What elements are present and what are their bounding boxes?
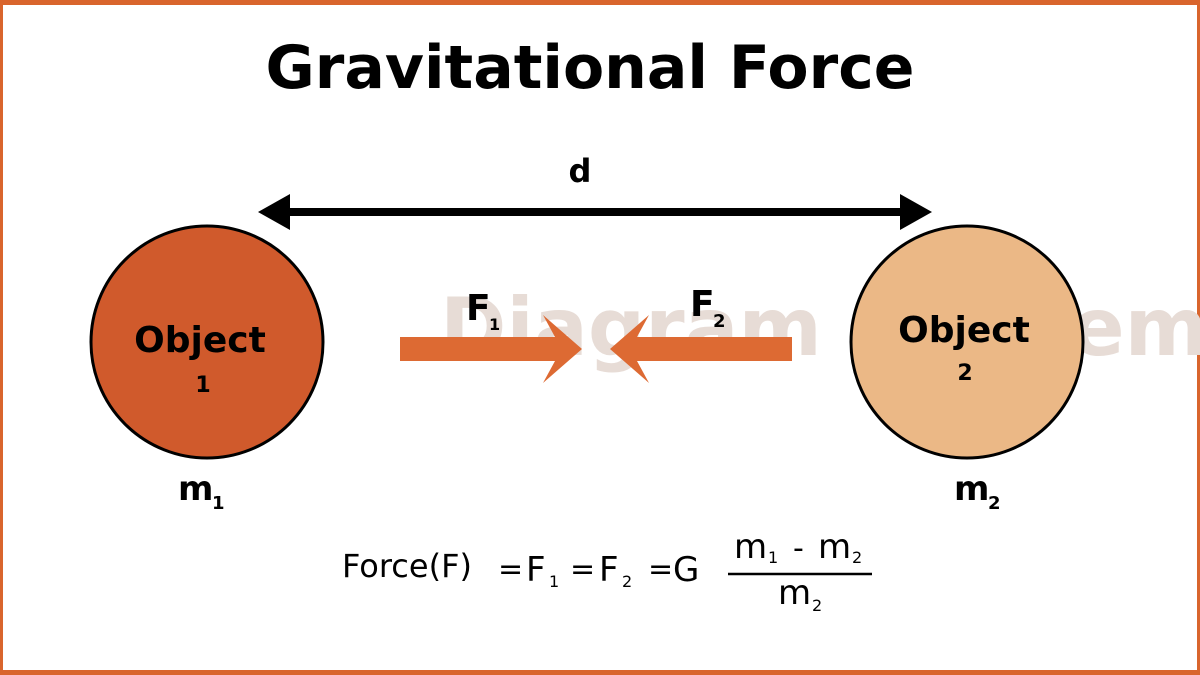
equation-f2-subscript: 2 (622, 572, 632, 591)
numerator-operator: - (793, 531, 804, 566)
equation-equals-1: = (498, 552, 523, 587)
right-border (1197, 0, 1200, 675)
distance-label: d (569, 152, 592, 190)
force-2-symbol: F (690, 284, 715, 325)
denominator-m-symbol: m (778, 573, 811, 613)
equation-equals-3: = (648, 552, 673, 587)
numerator-m1-subscript: 1 (768, 548, 778, 567)
mass-2-symbol: m (954, 469, 989, 509)
equation-f2-symbol: F (599, 550, 619, 590)
equation-g: G (673, 550, 699, 590)
equation-lhs: Force(F) (342, 547, 472, 585)
mass-1-symbol: m (178, 469, 213, 509)
object-2-index: 2 (957, 361, 972, 386)
numerator-m2-symbol: m (818, 527, 851, 567)
mass-2-subscript: 2 (988, 493, 1001, 514)
object-2-label: Object (898, 310, 1030, 351)
force-1-arrow (400, 315, 582, 383)
object-2-circle (849, 224, 1085, 460)
left-border (0, 0, 3, 675)
page-title: Gravitational Force (266, 33, 915, 103)
top-border (0, 0, 1200, 5)
force-1-subscript: 1 (489, 315, 500, 334)
object-1-index: 1 (195, 373, 210, 398)
mass-1-subscript: 1 (212, 493, 225, 514)
force-2-subscript: 2 (713, 311, 726, 332)
distance-arrow (258, 194, 932, 230)
bottom-border (0, 670, 1200, 675)
force-1-symbol: F (466, 288, 491, 329)
numerator-m2-subscript: 2 (852, 548, 862, 567)
equation-f1-subscript: 1 (549, 572, 559, 591)
denominator-subscript: 2 (812, 596, 822, 615)
force-2-arrow (610, 315, 792, 383)
object-1-label: Object (134, 320, 266, 361)
equation-f1-symbol: F (526, 550, 546, 590)
force-equation: Force(F) = F 1 = F 2 = G m 1 - m 2 m 2 (342, 527, 872, 615)
numerator-m1-symbol: m (734, 527, 767, 567)
equation-equals-2: = (570, 552, 595, 587)
object-1-circle (89, 224, 325, 460)
